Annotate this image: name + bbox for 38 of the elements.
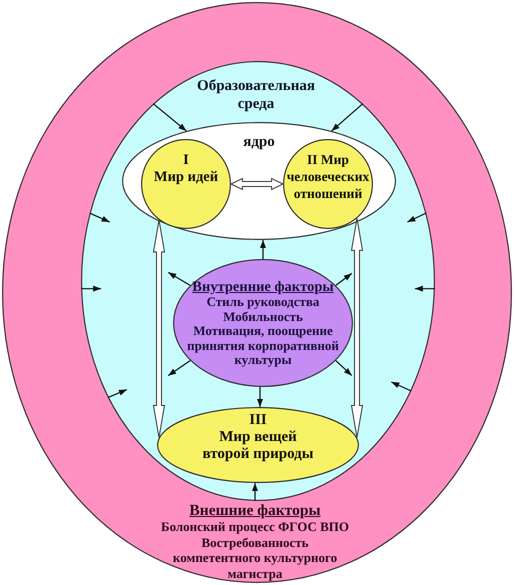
world-numeral: I — [183, 152, 189, 169]
factor-text: Болонский процесс ФГОС ВПО — [160, 519, 350, 534]
block-arrow — [350, 218, 364, 438]
block-arrow — [230, 178, 284, 190]
world-circle — [283, 139, 373, 229]
arrow — [257, 386, 263, 407]
arrow — [81, 286, 102, 292]
arrow — [331, 103, 364, 132]
core-ellipse — [122, 122, 396, 240]
arrow — [335, 360, 352, 376]
arrow — [260, 240, 266, 259]
arrow — [407, 212, 427, 223]
arrow — [335, 272, 352, 286]
arrow — [108, 389, 128, 398]
arrow — [391, 381, 412, 392]
factor-text: Мобильность — [223, 310, 303, 324]
factor-text: Стиль руководства — [206, 295, 320, 310]
factor-text: Мотивация, поощрение принятия корпоративной культуры — [187, 324, 339, 368]
arrow — [414, 286, 435, 292]
world-label: II Мир человеческих отношений — [286, 151, 370, 202]
world-ellipse — [157, 407, 359, 483]
arrow — [252, 482, 258, 501]
factors-ellipse — [173, 259, 353, 387]
arrow — [168, 360, 191, 376]
world-numeral: III — [249, 412, 267, 429]
factors-heading: Внешние факторы — [189, 503, 321, 519]
arrow — [152, 103, 187, 132]
world-circle — [141, 139, 231, 229]
environment-label: Образовательная среда — [196, 77, 316, 113]
arrow — [89, 212, 110, 223]
core-label: ядро — [243, 134, 275, 151]
arrow — [168, 272, 190, 286]
environment-ellipse — [81, 61, 435, 501]
block-arrow — [152, 220, 166, 438]
factor-text: Востребованность компетентного культурного магистра — [172, 534, 338, 581]
factors-heading: Внутренние факторы — [192, 279, 334, 295]
world-label: Мир идей — [154, 169, 218, 186]
world-label: Мир вещей второй природы — [202, 429, 314, 463]
